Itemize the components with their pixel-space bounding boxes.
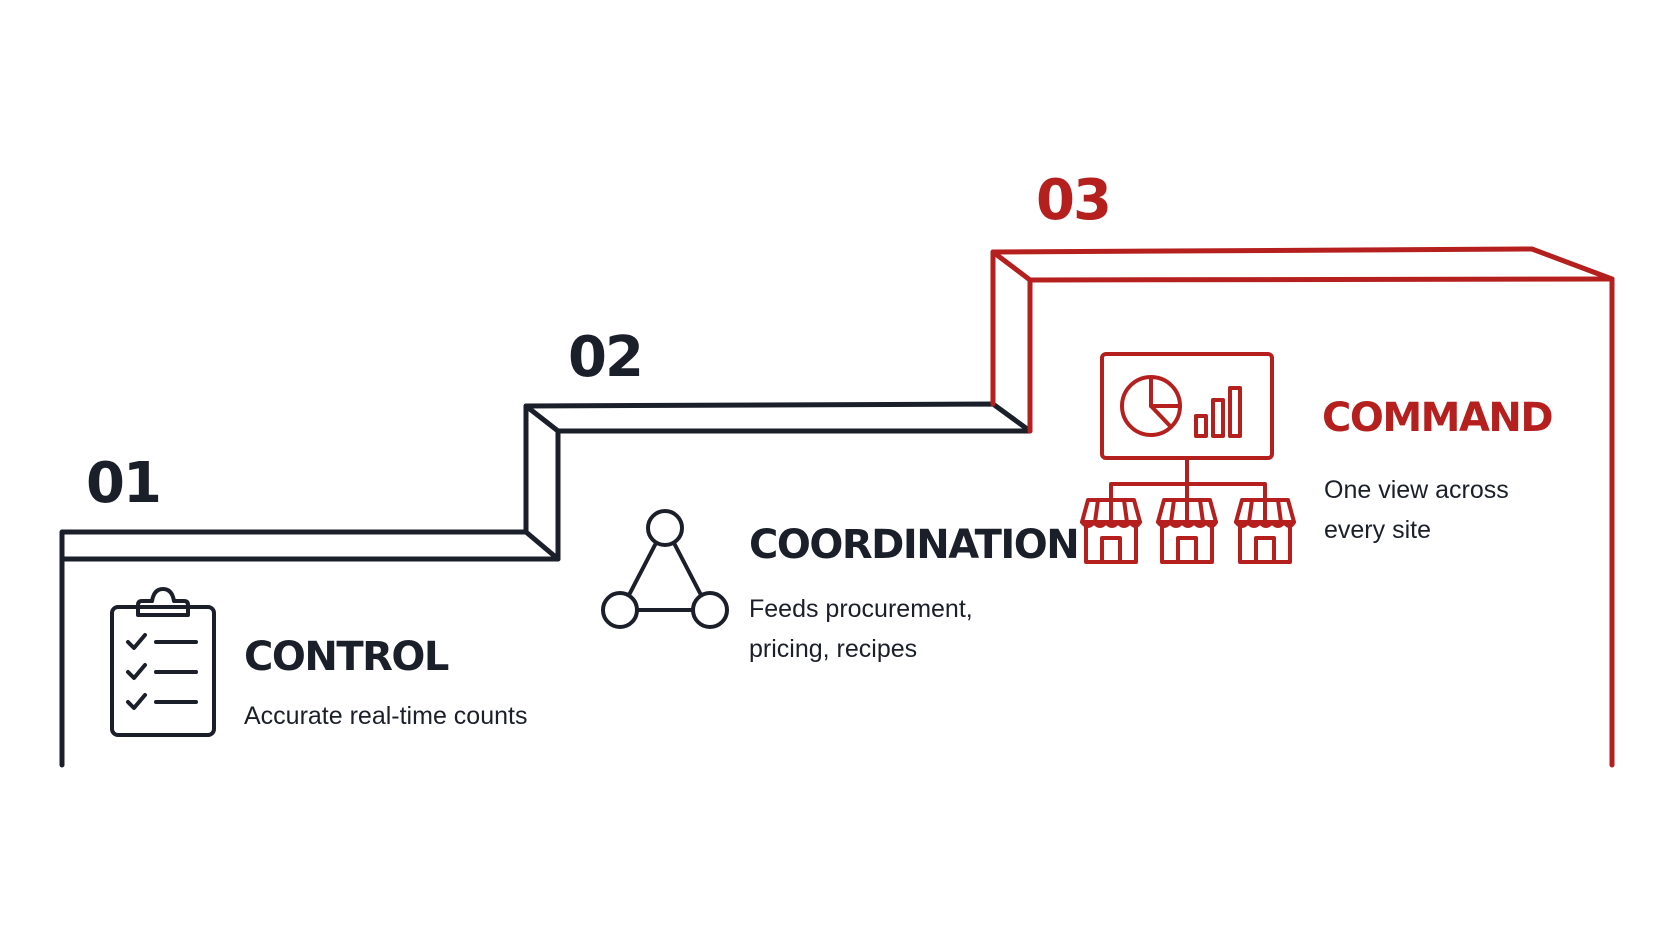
stair-outline-red [990,246,1615,768]
step-2-title: COORDINATION [749,522,1080,568]
step-2-description-line-2: pricing, recipes [749,635,918,663]
step-3-description-line-1: One view across [1324,476,1509,504]
dashboard-stores-icon [1080,352,1296,564]
clipboard-checklist-icon [110,587,216,737]
step-3-number: 03 [1036,168,1112,233]
step-3-description-line-2: every site [1324,516,1431,544]
step-1-number: 01 [86,451,162,516]
network-triangle-icon [601,509,729,629]
step-2-description: Feeds procurement, pricing, recipes [749,589,973,669]
step-2-description-line-1: Feeds procurement, [749,595,973,623]
step-3-description: One view across every site [1324,470,1509,550]
step-1-description: Accurate real-time counts [244,702,528,730]
step-2-number: 02 [568,325,644,390]
stair-outline-dark [59,401,1033,768]
step-1-title: CONTROL [244,634,449,680]
step-3-title: COMMAND [1322,395,1554,441]
